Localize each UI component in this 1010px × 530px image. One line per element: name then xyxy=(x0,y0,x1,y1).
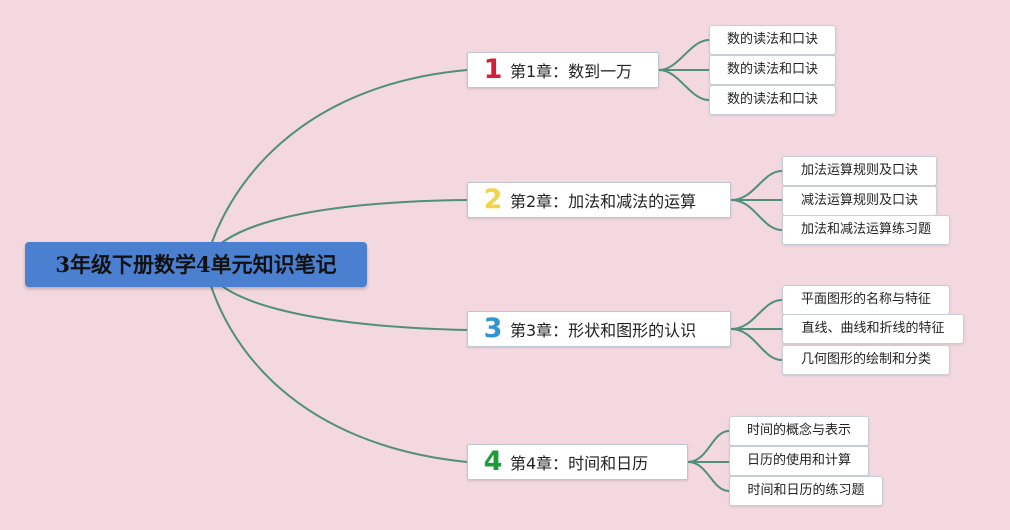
ch2-link-3 xyxy=(730,199,783,231)
chapter-3-subtopic-1[interactable]: 平面图形的名称与特征 xyxy=(782,285,950,315)
chapter-4-label: 第4章：时间和日历 xyxy=(510,454,649,473)
chapter-2-topic[interactable]: 2 第2章：加法和减法的运算 xyxy=(467,182,731,218)
chapter-3-label: 第3章：形状和图形的认识 xyxy=(510,321,697,340)
chapter-4-subtopic-1[interactable]: 时间的概念与表示 xyxy=(729,416,869,446)
chapter-3-subtopic-2[interactable]: 直线、曲线和折线的特征 xyxy=(782,314,964,344)
chapter-2-label: 第2章：加法和减法的运算 xyxy=(510,192,697,211)
ch1-link-3 xyxy=(658,69,710,101)
chapter-2-subtopic-1[interactable]: 加法运算规则及口诀 xyxy=(782,156,937,186)
chapter-1-label: 第1章：数到一万 xyxy=(510,62,633,81)
ch4-link-3 xyxy=(687,461,730,492)
ch3-link-3 xyxy=(730,328,783,361)
root-link-ch1 xyxy=(204,69,468,266)
chapter-4-subtopic-2[interactable]: 日历的使用和计算 xyxy=(729,446,869,476)
ch3-link-1 xyxy=(730,299,783,330)
ch2-link-1 xyxy=(730,170,783,201)
ch4-link-1 xyxy=(687,430,730,463)
number-4-icon: 4 xyxy=(483,446,503,477)
chapter-4-topic[interactable]: 4 第4章：时间和日历 xyxy=(467,444,688,480)
chapter-2-subtopic-2[interactable]: 减法运算规则及口诀 xyxy=(782,186,937,216)
number-1-icon: 1 xyxy=(483,54,503,85)
chapter-1-subtopic-2[interactable]: 数的读法和口诀 xyxy=(709,55,836,85)
root-topic[interactable]: 3年级下册数学4单元知识笔记 xyxy=(25,242,367,287)
chapter-2-subtopic-3[interactable]: 加法和减法运算练习题 xyxy=(782,215,950,245)
root-link-ch4 xyxy=(204,264,468,463)
ch1-link-1 xyxy=(658,39,710,71)
number-2-icon: 2 xyxy=(483,184,503,215)
chapter-1-subtopic-3[interactable]: 数的读法和口诀 xyxy=(709,85,836,115)
chapter-3-topic[interactable]: 3 第3章：形状和图形的认识 xyxy=(467,311,731,347)
number-3-icon: 3 xyxy=(483,313,503,344)
chapter-4-subtopic-3[interactable]: 时间和日历的练习题 xyxy=(729,476,883,506)
chapter-1-topic[interactable]: 1 第1章：数到一万 xyxy=(467,52,659,88)
chapter-1-subtopic-1[interactable]: 数的读法和口诀 xyxy=(709,25,836,55)
chapter-3-subtopic-3[interactable]: 几何图形的绘制和分类 xyxy=(782,345,950,375)
